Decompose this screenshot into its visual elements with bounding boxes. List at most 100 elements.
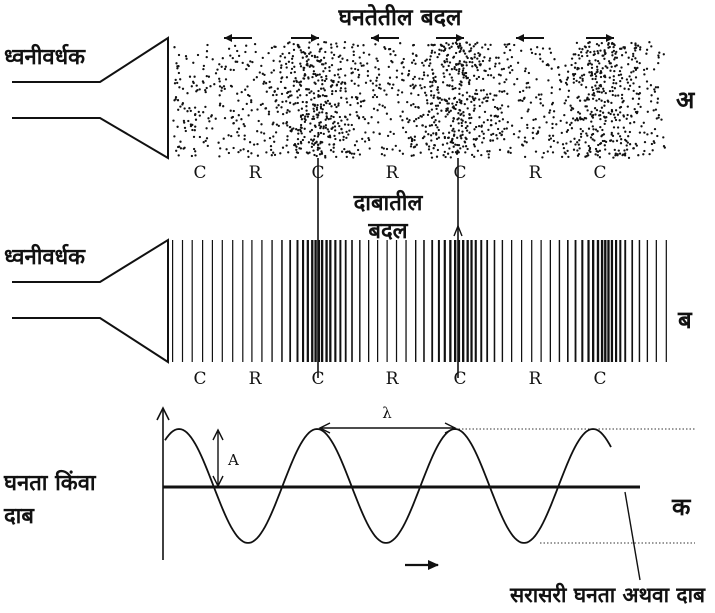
particle-dot	[299, 128, 302, 131]
particle-dot	[611, 85, 614, 89]
particle-dot	[358, 153, 362, 156]
pressure-bar	[314, 240, 317, 362]
particle-dot	[452, 106, 456, 109]
particle-dot	[412, 77, 415, 81]
particle-dot	[338, 132, 341, 135]
particle-dot	[501, 130, 504, 133]
particle-dot	[449, 156, 452, 159]
pressure-bar	[232, 240, 234, 362]
particle-dot	[253, 42, 257, 46]
particle-dot	[422, 113, 425, 117]
particle-dot	[603, 57, 606, 60]
particle-dot	[498, 119, 501, 123]
particle-dot	[482, 137, 485, 140]
particle-dot	[176, 65, 179, 68]
particle-dot	[657, 56, 660, 59]
particle-dot	[401, 110, 404, 113]
particle-dot	[652, 109, 655, 112]
particle-dot	[607, 42, 610, 45]
particle-dot	[632, 147, 635, 150]
particle-dot	[611, 54, 614, 57]
particle-dot	[262, 132, 266, 135]
particle-dot	[527, 71, 531, 75]
particle-dot	[452, 127, 455, 131]
particle-dot	[432, 79, 436, 82]
particle-dot	[446, 60, 449, 63]
particle-dot	[637, 92, 640, 96]
particle-dot	[213, 83, 216, 86]
particle-dot	[321, 79, 324, 82]
particle-dot	[594, 75, 598, 78]
particle-dot	[581, 79, 584, 82]
particle-dot	[448, 97, 451, 100]
particle-dot	[355, 140, 358, 143]
particle-dot	[633, 121, 636, 124]
pressure-bar	[474, 240, 477, 362]
particle-dot	[413, 75, 416, 79]
particle-dot	[317, 79, 320, 82]
particle-dot	[343, 81, 347, 84]
particle-dot	[202, 111, 205, 114]
particle-dot	[389, 53, 392, 56]
particle-dot	[308, 41, 311, 44]
particle-dot	[423, 135, 426, 138]
particle-dot	[498, 82, 501, 85]
particle-dot	[317, 93, 320, 97]
pressure-bar	[665, 240, 667, 362]
particle-dot	[535, 132, 538, 135]
particle-dot	[470, 100, 473, 104]
particle-dot	[216, 68, 219, 71]
particle-dot	[446, 84, 449, 87]
particle-dot	[421, 61, 424, 65]
particle-dot	[585, 155, 588, 158]
particle-dot	[505, 45, 508, 49]
particle-dot	[646, 110, 649, 113]
particle-dot	[328, 102, 331, 105]
particle-dot	[256, 108, 259, 111]
particle-dot	[339, 60, 342, 64]
particle-dot	[461, 130, 464, 133]
particle-dot	[557, 66, 560, 69]
particle-dot	[496, 137, 499, 140]
particle-dot	[591, 97, 595, 100]
particle-dot	[622, 115, 626, 118]
particle-dot	[279, 80, 283, 84]
particle-dot	[198, 135, 202, 139]
particle-dot	[646, 133, 649, 136]
particle-dot	[440, 98, 443, 101]
particle-dot	[385, 147, 389, 151]
particle-dot	[508, 48, 512, 52]
particle-dot	[609, 62, 612, 65]
particle-dot	[604, 91, 607, 95]
particle-dot	[498, 148, 502, 152]
particle-dot	[191, 128, 194, 132]
particle-dot	[202, 64, 206, 68]
particle-dot	[296, 151, 300, 155]
particle-dot	[438, 120, 441, 123]
particle-dot	[269, 144, 273, 148]
particle-dot	[609, 139, 613, 142]
particle-dot	[603, 122, 606, 126]
particle-dot	[541, 156, 544, 159]
particle-dot	[457, 151, 460, 154]
pressure-bar	[574, 240, 577, 362]
particle-dot	[478, 98, 481, 101]
particle-dot	[617, 73, 621, 77]
particle-dot	[457, 70, 461, 73]
particle-dot	[656, 101, 659, 104]
amplitude-label: A	[227, 451, 239, 469]
particle-dot	[417, 116, 420, 120]
particle-dot	[458, 42, 461, 45]
particle-dot	[488, 150, 491, 153]
particle-dot	[595, 87, 598, 90]
particle-dot	[642, 68, 646, 72]
particle-dot	[576, 141, 579, 144]
particle-dot	[472, 74, 476, 77]
particle-dot	[608, 152, 611, 155]
movement-arrows	[224, 34, 614, 42]
particle-dot	[601, 139, 605, 143]
particle-dot	[173, 46, 176, 49]
particle-dot	[476, 41, 479, 44]
particle-dot	[351, 59, 355, 63]
particle-dot	[432, 147, 435, 150]
